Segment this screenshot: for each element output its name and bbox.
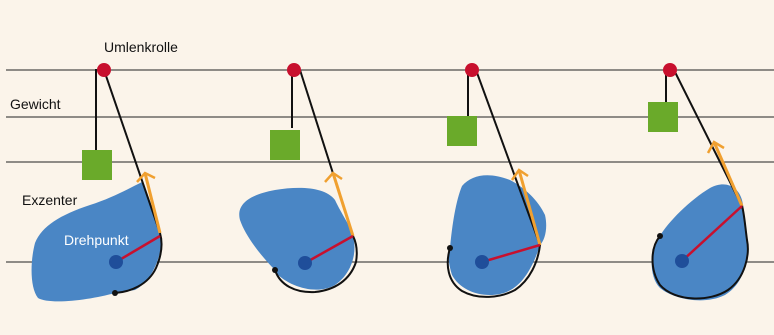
label-pivot: Drehpunkt	[64, 232, 129, 248]
weight	[648, 102, 678, 132]
pivot	[298, 256, 312, 270]
force-arrow	[331, 172, 355, 237]
pivot	[109, 255, 123, 269]
force-arrowhead	[136, 171, 156, 183]
eccentric-shape	[651, 184, 748, 301]
label-pulley: Umlenkrolle	[104, 39, 178, 55]
force-arrowhead	[706, 140, 725, 154]
label-eccentric: Exzenter	[22, 192, 78, 208]
force-arrow	[517, 169, 542, 246]
pulley	[663, 63, 677, 77]
cable	[446, 69, 542, 298]
radius-line	[481, 243, 541, 264]
pulley	[97, 63, 111, 77]
cable-anchor	[272, 267, 278, 273]
weight	[447, 116, 477, 146]
radius-line	[115, 234, 161, 264]
cable	[95, 69, 163, 294]
pulley	[465, 63, 479, 77]
weight	[82, 150, 112, 180]
force-arrow	[143, 172, 162, 234]
label-weight: Gewicht	[10, 96, 61, 112]
stage-4	[648, 63, 749, 301]
stage-1	[31, 63, 163, 302]
force-arrow	[712, 141, 744, 207]
stage-2	[239, 63, 358, 294]
force-arrowhead	[324, 171, 343, 183]
cable-anchor	[112, 290, 118, 296]
radius-line	[304, 234, 354, 265]
cable	[651, 69, 749, 300]
eccentric-shape	[239, 187, 355, 290]
eccentric-shape	[31, 182, 162, 302]
pulley	[287, 63, 301, 77]
pivot	[675, 254, 689, 268]
force-arrowhead	[510, 168, 529, 181]
cable-anchor	[657, 233, 663, 239]
cable	[274, 69, 358, 294]
weight	[270, 130, 300, 160]
eccentric-shape	[448, 175, 547, 296]
pivot	[475, 255, 489, 269]
cable-anchor	[447, 245, 453, 251]
radius-line	[681, 205, 743, 262]
stage-3	[446, 63, 547, 298]
